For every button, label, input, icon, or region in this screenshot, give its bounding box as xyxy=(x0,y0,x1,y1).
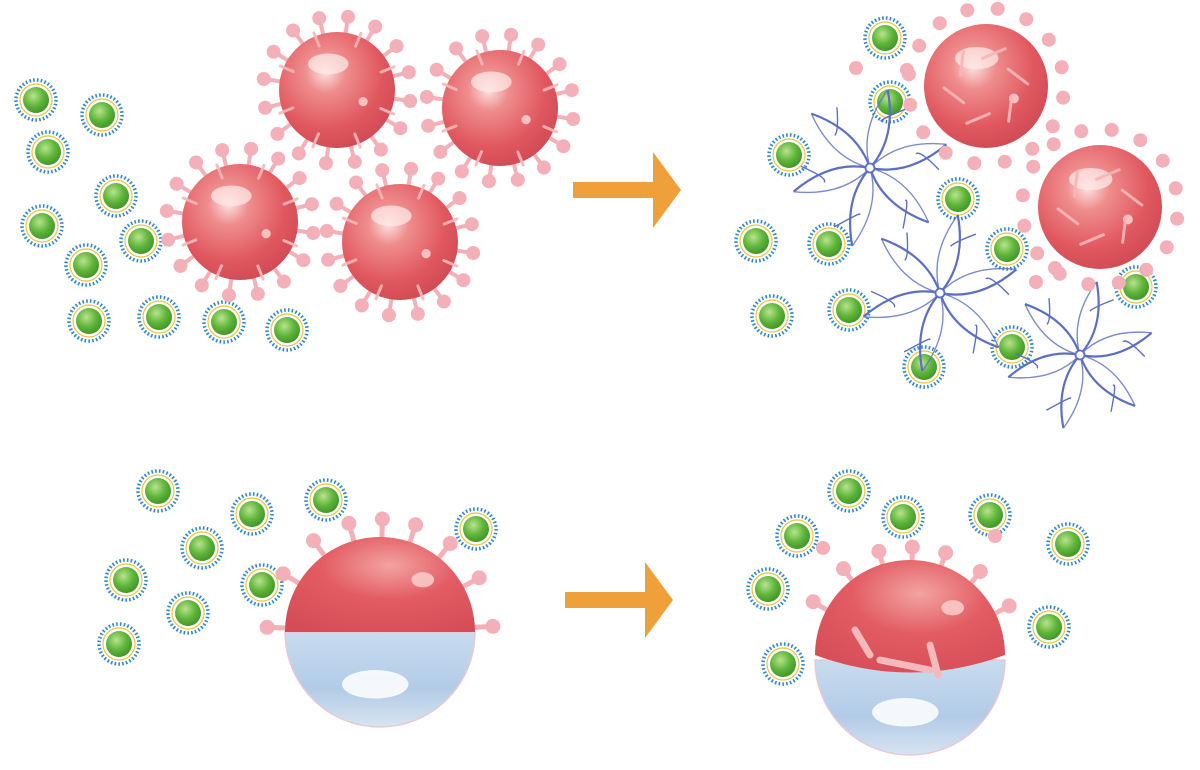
nanosponge-particle xyxy=(240,563,284,607)
nanosponge-particle xyxy=(265,308,309,352)
nanosponge-particle xyxy=(67,299,111,343)
star-cell xyxy=(792,89,948,247)
nanosponge-particle xyxy=(104,558,148,602)
star-cell xyxy=(862,214,1018,372)
virus-particle xyxy=(419,27,581,189)
nanosponge-particle xyxy=(119,219,163,263)
virus-particle xyxy=(1015,122,1185,292)
coated-capsule xyxy=(259,511,501,728)
virus-layer xyxy=(159,1,1185,323)
nanosponge-particle xyxy=(64,243,108,287)
nanosponge-particle xyxy=(881,495,925,539)
nanosponge-particle xyxy=(166,591,210,635)
nanosponge-particle xyxy=(936,177,980,221)
nanosponge-particle xyxy=(202,300,246,344)
virus-particle xyxy=(256,9,418,171)
nanosponge-particle xyxy=(137,295,181,339)
free-spike xyxy=(816,541,830,555)
nanosponge-particle xyxy=(80,93,124,137)
nanosponge-particle xyxy=(807,222,851,266)
arrow-layer xyxy=(565,152,681,638)
free-spike xyxy=(849,61,863,75)
coated-capsule xyxy=(805,539,1017,756)
nanosponge-particle xyxy=(136,469,180,513)
free-spike xyxy=(1048,261,1062,275)
nanosponge-particle xyxy=(775,514,819,558)
nanosponge-particle xyxy=(863,16,907,60)
process-arrow-top xyxy=(573,152,681,228)
nanosponge-particle xyxy=(827,288,871,332)
nanosponge-particle xyxy=(902,345,946,389)
nanosponge-particle xyxy=(750,294,794,338)
nanosponge-particle xyxy=(761,642,805,686)
virus-particle xyxy=(319,161,481,323)
virus-particle xyxy=(159,141,321,303)
nanosponge-particle xyxy=(827,469,871,513)
nanosponge-particle xyxy=(968,493,1012,537)
nanosponge-particle xyxy=(304,478,348,522)
nanosponge-particle xyxy=(1114,265,1158,309)
free-spike xyxy=(900,63,914,77)
free-spike xyxy=(1029,275,1043,289)
nanosponge-particle xyxy=(1046,522,1090,566)
process-arrow-bottom xyxy=(565,562,673,638)
nanosponge-particle xyxy=(97,622,141,666)
free-spike xyxy=(988,529,1002,543)
nanosponge-particle xyxy=(1027,605,1071,649)
nanosponge-particle xyxy=(985,227,1029,271)
virus-particle xyxy=(901,1,1071,171)
star-cell xyxy=(1007,281,1153,429)
nanosponge-particle xyxy=(94,174,138,218)
nanosponge-particle xyxy=(454,507,498,551)
nanosponge-particle xyxy=(20,204,64,248)
nanosponge-particle xyxy=(746,567,790,611)
nanosponge-particle xyxy=(230,492,274,536)
nanosponge-particle xyxy=(734,219,778,263)
cell-layer xyxy=(792,89,1153,429)
nanosponge-particle xyxy=(26,130,70,174)
nanosponge-particle xyxy=(180,526,224,570)
capsule-layer xyxy=(259,511,1017,756)
nanosponge-particle xyxy=(767,133,811,177)
nanosponge-particle xyxy=(14,78,58,122)
